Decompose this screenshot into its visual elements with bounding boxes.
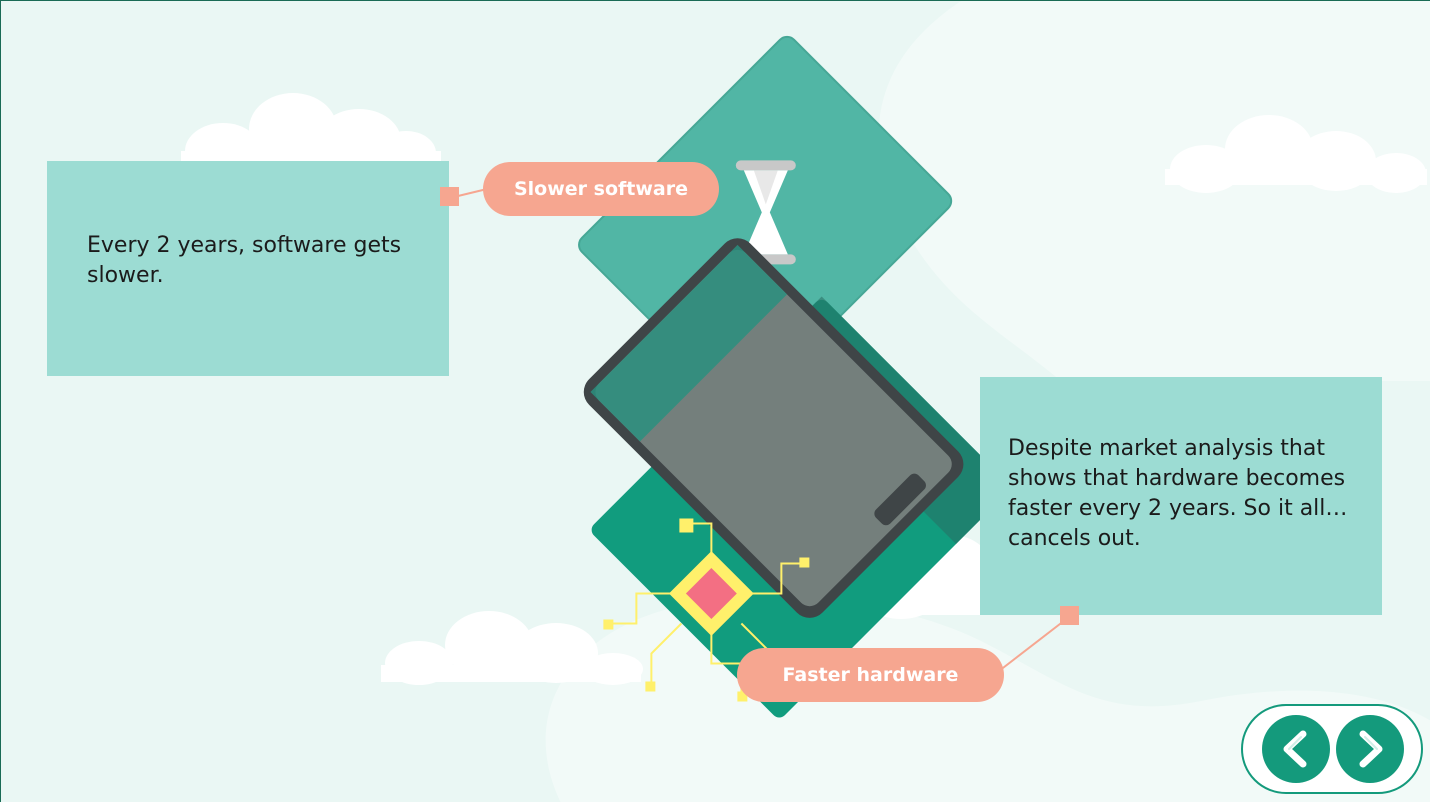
- cloud-top-right: [1165, 115, 1427, 193]
- chevron-right-icon: [1359, 730, 1383, 768]
- faster-hardware-label-text: Faster hardware: [782, 664, 959, 686]
- slower-software-label-text: Slower software: [513, 178, 688, 200]
- background-blob: [878, 1, 1430, 381]
- right-text-box: Despite market analysis that shows that …: [980, 377, 1382, 615]
- faster-hardware-label: Faster hardware: [737, 648, 1004, 702]
- connector-square-top: [440, 187, 459, 206]
- chevron-left-icon: [1283, 730, 1307, 768]
- left-box-text: Every 2 years, software gets slower.: [87, 233, 402, 288]
- cloud-bottom-left: [381, 611, 643, 685]
- right-box-text: Despite market analysis that shows that …: [1008, 436, 1348, 551]
- connector-line-top: [457, 188, 488, 197]
- next-slide-button[interactable]: [1336, 715, 1404, 783]
- connector-square-bottom: [1060, 606, 1079, 625]
- phone-device: [583, 238, 964, 618]
- connector-line-bottom: [998, 616, 1070, 672]
- phone-with-hourglass-and-circuit-board: [578, 35, 1013, 718]
- slide-navigation: [1241, 704, 1423, 794]
- slower-software-label: Slower software: [483, 162, 719, 216]
- previous-slide-button[interactable]: [1262, 715, 1330, 783]
- left-text-box: Every 2 years, software gets slower.: [47, 161, 449, 376]
